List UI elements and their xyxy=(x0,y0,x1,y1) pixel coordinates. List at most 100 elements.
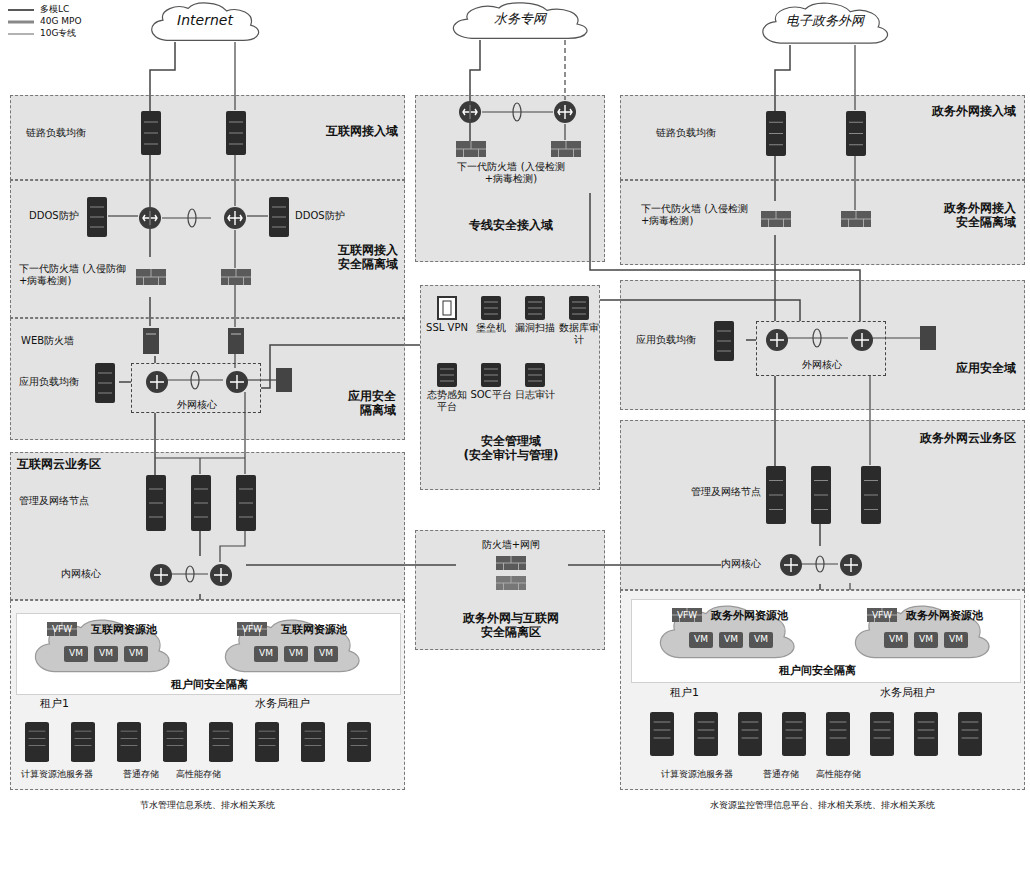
network-device: 下一代防火墙 (入侵检测+病毒检测) xyxy=(426,141,596,193)
node-label: VFW xyxy=(49,624,75,635)
rt-icon xyxy=(780,554,802,576)
legend-line-sample xyxy=(8,21,34,24)
node-label: 外网核心 xyxy=(162,399,232,411)
resource-pool: VFW政务外网资源池VMVMVM xyxy=(847,602,997,660)
node-label: 政务外网与互联网 安全隔离区 xyxy=(451,611,571,640)
resource-pool: VFW互联网资源池VMVMVM xyxy=(217,616,367,674)
network-device: DDOS防护 xyxy=(269,196,353,238)
vm-icon xyxy=(254,646,278,662)
node-label: 态势感知平台 xyxy=(426,389,468,413)
node-label: 应用负载均衡 xyxy=(636,334,708,346)
network-link xyxy=(774,235,776,321)
node-label: SOC平台 xyxy=(470,389,512,401)
srv-icon xyxy=(569,296,589,320)
srv-icon xyxy=(191,475,211,531)
node-label: 互联网资源池 xyxy=(269,623,359,636)
dev-icon xyxy=(228,328,244,354)
legend-text: 40G MPO xyxy=(40,16,82,27)
security-tool: 漏洞扫描 xyxy=(514,294,558,356)
network-cloud: 电子政务外网 xyxy=(755,0,895,45)
security-zone: 互联网接入 安全隔离域DDOS防护DDOS防护下一代防火墙 (入侵防御+病毒检测… xyxy=(10,180,405,318)
node-label: DDOS防护 xyxy=(295,210,351,222)
node-label: 下一代防火墙 (入侵防御+病毒检测) xyxy=(19,263,131,287)
network-link xyxy=(246,564,456,566)
srv-icon xyxy=(269,197,289,237)
srv-icon xyxy=(525,296,545,320)
node-graphic xyxy=(11,96,406,181)
network-cloud: Internet xyxy=(145,0,265,42)
network-link xyxy=(774,376,776,466)
network-link xyxy=(150,42,175,111)
node-label: VM xyxy=(944,634,968,645)
node-label: VM xyxy=(914,634,938,645)
node-label: VM xyxy=(314,648,338,659)
node-label: 电子政务外网 xyxy=(755,13,895,29)
rt-icon xyxy=(766,329,788,351)
tenant-label: 租户1 xyxy=(40,697,90,710)
security-tool: SSL VPN xyxy=(426,294,470,356)
fw-icon xyxy=(456,141,486,157)
node-label: VM xyxy=(64,648,88,659)
security-zone: 安全管理域 (安全审计与管理)SSL VPN堡垒机漏洞扫描数据库审计态势感知平台… xyxy=(420,285,600,490)
security-zone: 互联网云业务区管理及网络节点内网核心 xyxy=(10,452,405,600)
network-device: 应用负载均衡 xyxy=(636,321,746,361)
security-tool: 数据库审计 xyxy=(558,294,602,356)
node-graphic xyxy=(621,281,1026,411)
node-label: 漏洞扫描 xyxy=(514,322,556,334)
node-label: VFW xyxy=(674,610,700,621)
fw-icon xyxy=(672,608,702,622)
vm-icon xyxy=(284,646,308,662)
node-label: 链路负载均衡 xyxy=(26,127,116,139)
vm-icon xyxy=(719,632,743,648)
node-label: 普通存储 xyxy=(123,769,173,780)
srv-icon xyxy=(437,363,457,387)
node-label: 数据库审计 xyxy=(558,322,600,346)
network-device: DDOS防护 xyxy=(29,196,109,238)
security-zone: 计算资源池服务器普通存储高性能存储租户间安全隔离VFW互联网资源池VMVMVMV… xyxy=(10,600,405,790)
network-link xyxy=(590,193,860,321)
node-label: 政务外网资源池 xyxy=(899,609,989,622)
fw-icon xyxy=(841,211,871,227)
legend-samples xyxy=(0,0,36,44)
tenant-pane: 租户间安全隔离VFW政务外网资源池VMVMVMVFW政务外网资源池VMVMVM xyxy=(631,599,1021,683)
network-cloud: 水务专网 xyxy=(445,0,595,40)
security-zone: 应用安全 隔离域WEB防火墙应用负载均衡外网核心 xyxy=(10,318,405,440)
node-label: 堡垒机 xyxy=(470,322,512,334)
security-tool: 态势感知平台 xyxy=(426,361,470,423)
legend-text: 多模LC xyxy=(40,4,69,15)
srv-icon xyxy=(811,466,831,524)
node-label: 应用安全 隔离域 xyxy=(311,389,396,418)
node-label: 内网核心 xyxy=(721,558,781,570)
srv-icon xyxy=(846,111,866,156)
security-tool: 日志审计 xyxy=(514,361,558,423)
network-device: WEB防火墙 xyxy=(21,326,251,356)
network-device: 管理及网络节点 xyxy=(19,475,269,531)
node-label: VM xyxy=(749,634,773,645)
network-device: 链路负载均衡 xyxy=(26,111,256,155)
rt-icon xyxy=(210,564,232,586)
resource-pool: VFW政务外网资源池VMVMVM xyxy=(652,602,802,660)
node-label: 链路负载均衡 xyxy=(656,127,746,139)
fw-icon xyxy=(221,269,251,285)
fw-icon xyxy=(551,141,581,157)
vm-icon xyxy=(314,646,338,662)
network-link xyxy=(149,297,151,326)
srv-icon xyxy=(481,296,501,320)
node-label: 专线安全接入域 xyxy=(416,218,606,232)
srv-icon xyxy=(714,321,734,361)
srv-icon xyxy=(766,111,786,156)
fw-icon xyxy=(496,556,526,570)
node-label: 租户间安全隔离 xyxy=(742,664,892,677)
tenant-label: 租户1 xyxy=(670,686,720,699)
dev-icon xyxy=(143,328,159,354)
security-zone: 政务外网接入域链路负载均衡 xyxy=(620,95,1025,180)
srv-icon xyxy=(481,363,501,387)
network-link xyxy=(746,339,756,341)
security-zone: 政务外网接入 安全隔离域下一代防火墙 (入侵检测+病毒检测) xyxy=(620,180,1025,265)
node-label: 普通存储 xyxy=(763,769,813,780)
system-caption: 节水管理信息系统、排水相关系统 xyxy=(10,800,405,811)
tenant-label: 水务局租户 xyxy=(880,686,960,699)
node-label: VM xyxy=(689,634,713,645)
node-label: WEB防火墙 xyxy=(21,335,97,347)
core-switch-group: 外网核心 xyxy=(131,363,261,413)
